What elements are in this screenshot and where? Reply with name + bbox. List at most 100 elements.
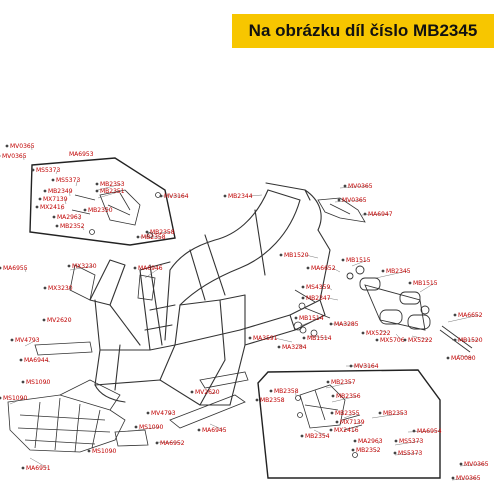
fastener-dot: [136, 235, 140, 239]
part-label-ms1090: MS1090: [139, 424, 163, 431]
part-label-mv0365: MV0365: [10, 143, 35, 150]
leader-line: [274, 337, 293, 343]
part-label-mb2349: MB2349: [48, 188, 73, 195]
part-label-ma6953: MA6953: [69, 151, 94, 158]
leader-line: [297, 343, 304, 348]
fastener-dot: [412, 429, 416, 433]
inset-box-top-left: [29, 157, 176, 246]
part-label-mx2416: MX2416: [334, 427, 359, 434]
leader-line: [325, 381, 353, 389]
part-label-ms5373: MS5373: [398, 450, 422, 457]
part-label-mv3164: MV3164: [354, 363, 379, 370]
part-label-mv2620: MV2620: [195, 389, 220, 396]
fastener-dot: [403, 338, 407, 342]
fastener-dot: [306, 266, 310, 270]
leader-line: [97, 183, 122, 191]
part-label-mv4793: MV4793: [151, 410, 176, 417]
fastener-dot: [87, 449, 91, 453]
leader-line: [395, 333, 402, 341]
top-right-bracket: [317, 197, 366, 223]
part-label-ms5373: MS5373: [36, 167, 60, 174]
leader-line: [459, 463, 486, 467]
leader-line: [375, 270, 408, 279]
fastener-dot: [331, 394, 335, 398]
fastener-dot: [335, 420, 339, 424]
leader-line: [155, 441, 182, 444]
part-label-ma3591: MA3591: [253, 335, 278, 342]
part-label-ma2963: MA2963: [57, 214, 82, 221]
leader-line: [45, 381, 48, 385]
part-label-mb2358: MB2358: [141, 234, 166, 241]
part-label-mv2620: MV2620: [47, 317, 72, 324]
fastener-dot: [302, 336, 306, 340]
part-label-mx2416: MX2416: [40, 204, 65, 211]
fastener-dot: [269, 389, 273, 393]
leader-line: [97, 190, 122, 199]
leader-line: [29, 457, 48, 469]
fastener-dot: [451, 476, 455, 480]
fastener-dot: [52, 215, 56, 219]
fastener-dot: [95, 182, 99, 186]
part-label-mb2356: MB2356: [336, 393, 361, 400]
fastener-dot: [43, 286, 47, 290]
leader-line: [75, 179, 78, 187]
leader-line: [373, 449, 378, 453]
part-label-mv0365: MV0365: [464, 461, 489, 468]
fastener-dot: [408, 281, 412, 285]
part-label-mx7139: MX7139: [43, 196, 68, 203]
part-label-mv3164: MV3164: [164, 193, 189, 200]
part-label-mb1514: MB1514: [307, 335, 332, 342]
part-label-mv0365: MV0365: [456, 475, 481, 482]
fastener-dot: [42, 318, 46, 322]
part-label-ma3284: MA3284: [282, 344, 307, 351]
leader-line: [81, 225, 85, 231]
part-label-mb1515: MB1515: [413, 280, 438, 287]
part-label-mb2347: MB2347: [306, 295, 331, 302]
part-label-mb2344: MB2344: [228, 193, 253, 200]
part-label-mx7139: MX7139: [340, 419, 365, 426]
fastener-dot: [248, 336, 252, 340]
part-label-mb1515: MB1515: [346, 257, 371, 264]
part-label-mb2350: MB2350: [88, 207, 113, 214]
fastener-dot: [134, 425, 138, 429]
fastener-dot: [43, 189, 47, 193]
part-label-ma6652: MA6652: [458, 312, 483, 319]
fastener-dot: [329, 322, 333, 326]
part-label-mb2351: MB2351: [100, 188, 125, 195]
title-banner: Na obrázku díl číslo MB2345: [232, 14, 494, 48]
scooter-frame: [89, 182, 331, 406]
fastener-dot: [294, 316, 298, 320]
leader-line: [411, 335, 430, 341]
fastener-dot: [159, 194, 163, 198]
leader-line: [144, 267, 160, 279]
leader-line: [331, 395, 358, 403]
fastener-dot: [55, 224, 59, 228]
leader-line: [209, 391, 217, 395]
fastener-dot: [83, 208, 87, 212]
leader-line: [419, 282, 435, 293]
leader-line: [361, 213, 390, 216]
fastener-dot: [394, 439, 398, 443]
fastener-dot: [145, 230, 149, 234]
part-label-mb2345: MB2345: [386, 268, 411, 275]
leader-line: [332, 267, 341, 273]
leader-line: [78, 216, 81, 221]
floor-plates: [34, 341, 249, 447]
leader-line: [307, 335, 329, 339]
leader-line: [67, 287, 70, 291]
part-label-ma0080: MA0080: [451, 355, 476, 362]
fastener-dot: [19, 358, 23, 362]
part-label-mb2352: MB2352: [356, 447, 381, 454]
part-label-mx3230: MX3230: [72, 263, 97, 270]
fastener-dot: [337, 198, 341, 202]
fastener-dot: [5, 144, 9, 148]
part-label-ma6946: MA6946: [138, 265, 163, 272]
fastener-dot: [95, 189, 99, 193]
leader-line: [334, 199, 364, 203]
leader-line: [9, 397, 25, 405]
fastener-dot: [393, 451, 397, 455]
fastener-dot: [223, 194, 227, 198]
fastener-dot: [363, 212, 367, 216]
leader-line: [457, 354, 473, 359]
